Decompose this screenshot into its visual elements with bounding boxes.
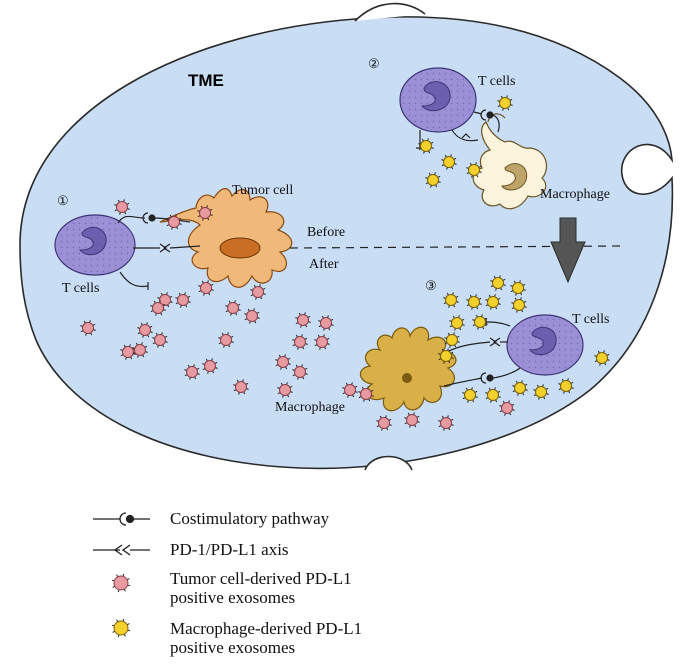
macrophage-exosome <box>441 154 457 170</box>
tumor-exosome-scatter <box>80 199 515 431</box>
tumor-exosome <box>80 320 96 336</box>
legend-costimulatory-symbol-icon <box>93 512 150 526</box>
tumor-exosome <box>184 364 200 380</box>
t-cells-2-label: T cells <box>478 74 515 89</box>
costimulatory-link-1 <box>117 212 191 224</box>
before-label: Before <box>307 225 345 240</box>
macrophage-exosome <box>462 387 478 403</box>
legend-pd1-symbol-icon <box>93 544 150 556</box>
macrophage-resting <box>472 113 548 210</box>
tumor-exosome <box>438 415 454 431</box>
tumor-exosome <box>197 205 213 221</box>
tumor-exosome <box>292 334 308 350</box>
macrophage-exosome <box>497 95 513 111</box>
macrophage-exosome <box>485 387 501 403</box>
step-1-label: ① <box>57 193 69 208</box>
macrophage-exosome <box>449 315 465 331</box>
tumor-exosome <box>233 379 249 395</box>
t-cells-1-label: T cells <box>62 281 99 296</box>
macrophage-exosome <box>466 162 482 178</box>
tumor-exosome <box>295 312 311 328</box>
t-cells-3-label: T cells <box>572 312 609 327</box>
legend-macrophage-exosome-shape <box>111 618 131 638</box>
tumor-exosome <box>120 344 136 360</box>
t-cell-3 <box>506 314 584 376</box>
tumor-exosome <box>404 412 420 428</box>
tumor-exosome <box>166 214 182 230</box>
tumor-exosome <box>218 332 234 348</box>
tumor-exosome <box>137 322 153 338</box>
costimulatory-link-3 <box>443 367 521 387</box>
macrophage-exosome <box>444 332 460 348</box>
macrophage-exosome <box>472 314 488 330</box>
tumor-exosome <box>132 342 148 358</box>
legend-tumor-exosome-icon <box>111 573 131 593</box>
macrophage-exosome <box>443 292 459 308</box>
legend-macrophage-exosome-icon <box>111 618 131 638</box>
legend-costimulatory-label: Costimulatory pathway <box>170 509 330 528</box>
receptor-stub-1 <box>119 271 149 290</box>
macrophage-2-label: Macrophage <box>540 187 610 202</box>
legend-tumor-exosome-line2: positive exosomes <box>170 588 295 607</box>
macrophage-3-label: Macrophage <box>275 400 345 415</box>
down-arrow-icon <box>550 217 586 284</box>
tumor-exosome <box>175 292 191 308</box>
tumor-exosome <box>114 199 130 215</box>
tumor-exosome <box>376 415 392 431</box>
macrophage-exosome <box>490 275 506 291</box>
legend-pd1-label: PD-1/PD-L1 axis <box>170 540 289 559</box>
tumor-cell-label: Tumor cell <box>232 183 293 198</box>
macrophage-exosome <box>533 384 549 400</box>
pd1-pdl1-link-2 <box>451 129 479 142</box>
costimulatory-link-2 <box>473 109 500 133</box>
macrophage-exosome <box>418 138 434 154</box>
tumor-exosome <box>358 386 374 402</box>
macrophage-exosome <box>558 378 574 394</box>
tumor-exosome <box>152 332 168 348</box>
step-2-label: ② <box>368 56 380 71</box>
legend-tumor-exosome-line1: Tumor cell-derived PD-L1 <box>170 569 352 588</box>
macrophage-exosome <box>594 350 610 366</box>
macrophage-exosome <box>511 297 527 313</box>
legend-macrophage-exosome-line2: positive exosomes <box>170 638 295 657</box>
tumor-exosome <box>150 300 166 316</box>
legend: Costimulatory pathway PD-1/PD-L1 axis Tu… <box>93 509 362 657</box>
t-cell-2 <box>399 67 477 133</box>
tumor-exosome <box>244 308 260 324</box>
macrophage-exosome <box>485 294 501 310</box>
macrophage-exosome-scatter <box>418 95 610 403</box>
step-3-label: ③ <box>425 278 437 293</box>
tumor-exosome <box>202 358 218 374</box>
tumor-exosome <box>314 334 330 350</box>
tumor-exosome <box>275 354 291 370</box>
tumor-exosome <box>292 364 308 380</box>
tumor-exosome <box>342 382 358 398</box>
after-label: After <box>309 257 339 272</box>
macrophage-exosome <box>438 348 454 364</box>
tumor-cell <box>159 188 293 288</box>
tumor-exosome <box>225 300 241 316</box>
macrophage-active <box>359 326 457 412</box>
tumor-exosome <box>318 315 334 331</box>
legend-tumor-exosome-shape <box>111 573 131 593</box>
tumor-exosome <box>277 382 293 398</box>
macrophage-exosome <box>466 294 482 310</box>
macrophage-exosome <box>425 172 441 188</box>
macrophage-exosome <box>512 380 528 396</box>
tumor-exosome <box>499 400 515 416</box>
tumor-exosome <box>250 284 266 300</box>
macrophage-exosome <box>510 280 526 296</box>
tumor-exosome <box>198 280 214 296</box>
tme-label: TME <box>188 71 224 90</box>
t-cell-1 <box>54 214 136 276</box>
pd1-pdl1-link-1 <box>133 243 201 253</box>
legend-macrophage-exosome-line1: Macrophage-derived PD-L1 <box>170 619 362 638</box>
